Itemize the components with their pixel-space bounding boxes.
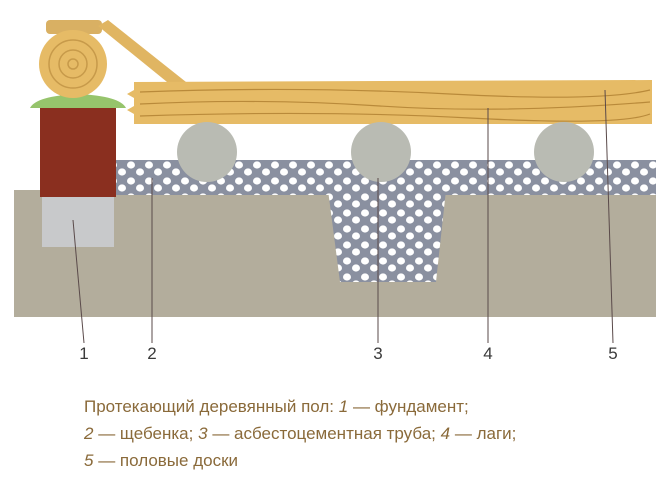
leader-line-1	[72, 219, 85, 344]
label-4: 4	[483, 344, 493, 363]
diagram-caption: Протекающий деревянный пол: 1 — фундамен…	[84, 393, 644, 474]
caption-line-1: Протекающий деревянный пол: 1 — фундамен…	[84, 397, 469, 416]
joist-3	[534, 122, 594, 182]
caption-line-2: 2 — щебенка; 3 — асбестоцементная труба;…	[84, 424, 517, 443]
wall-log-top	[46, 20, 102, 34]
leader-line-5	[604, 89, 614, 344]
label-1: 1	[79, 344, 89, 363]
caption-line-3: 5 — половые доски	[84, 451, 239, 470]
gravel-trench	[328, 190, 446, 282]
brick-plinth	[40, 107, 116, 197]
joist-2	[351, 122, 411, 182]
label-3: 3	[373, 344, 383, 363]
diagonal-beam	[98, 20, 186, 86]
label-5: 5	[608, 344, 618, 363]
foundation-block	[42, 195, 114, 247]
waterproofing-layer	[30, 94, 126, 108]
label-2: 2	[147, 344, 157, 363]
joist-1	[177, 122, 237, 182]
